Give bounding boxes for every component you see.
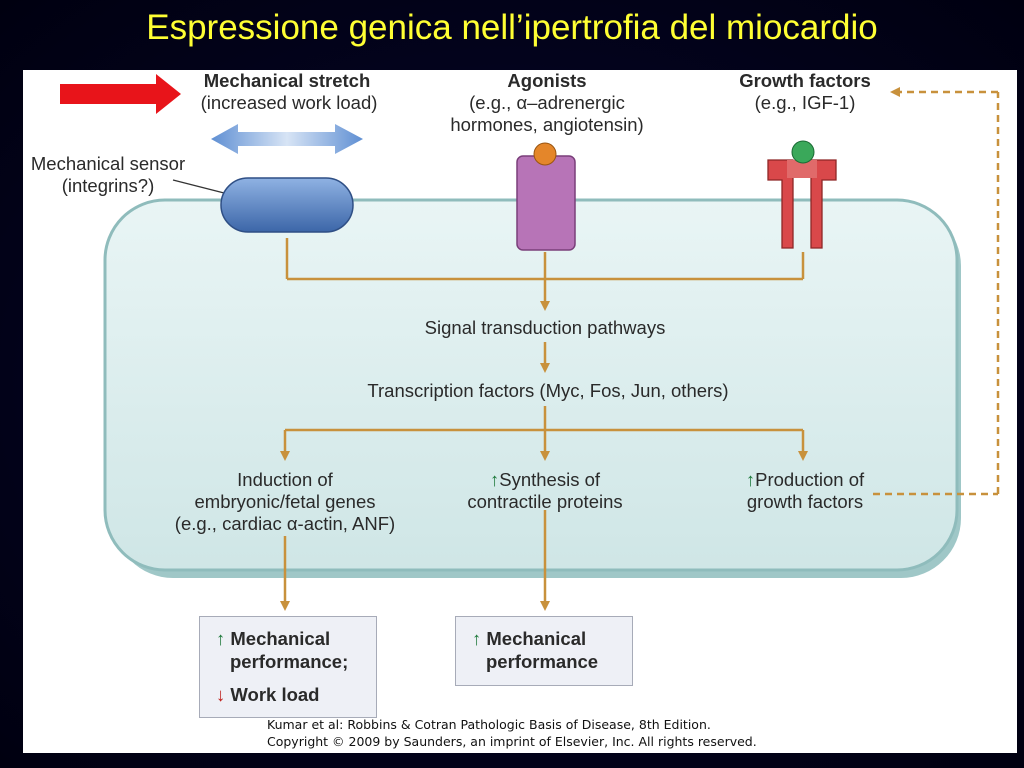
diagram-graphics (60, 74, 1000, 611)
outcome-middle-line-1: ↑ Mechanical (472, 628, 587, 649)
sensor-label-line-1: Mechanical sensor (30, 153, 186, 174)
sensor-pointer-line (172, 179, 229, 195)
credit-line-2: Copyright © 2009 by Saunders, an imprint… (267, 734, 757, 749)
red-pointer-arrow (60, 74, 181, 114)
production-label: ↑Production of growth factors (746, 469, 864, 513)
production-line-1: ↑Production of (745, 469, 865, 490)
growth-factor-receptor-icon (767, 140, 837, 249)
double-headed-stretch-arrow (211, 124, 363, 154)
outcome-middle-up-arrow-icon: ↑ (472, 628, 482, 649)
induction-label: Induction of embryonic/fetal genes (e.g.… (175, 469, 395, 535)
outcome-left-down-arrow-icon: ↓ (216, 684, 226, 705)
outcome-left-line-3: ↓ Work load (216, 684, 320, 705)
outcome-box-middle: ↑ Mechanical performance (455, 616, 633, 686)
synthesis-line-1: ↑Synthesis of (489, 469, 601, 490)
synthesis-up-arrow-icon: ↑ (489, 469, 500, 490)
outcome-left-up-arrow-icon: ↑ (216, 628, 226, 649)
production-line-2: growth factors (746, 491, 864, 512)
credit-line-1: Kumar et al: Robbins & Cotran Pathologic… (267, 717, 711, 732)
mechanical-sensor-icon (220, 177, 354, 233)
agonists-title: Agonists (507, 70, 587, 91)
agonists-detail-1: (e.g., α–adrenergic (469, 92, 625, 113)
credit: Kumar et al: Robbins & Cotran Pathologic… (267, 716, 757, 750)
synthesis-line-2: contractile proteins (467, 491, 623, 512)
induction-line-1: Induction of (237, 469, 333, 490)
slide-title: Espressione genica nell’ipertrofia del m… (146, 8, 878, 47)
synthesis-label: ↑Synthesis of contractile proteins (467, 469, 622, 513)
signal-transduction-label: Signal transduction pathways (424, 317, 666, 338)
feedback-dashed-arrow (873, 87, 1000, 496)
production-up-arrow-icon: ↑ (745, 469, 756, 490)
outcome-left-line-2: performance; (230, 651, 349, 672)
outcome-middle-line-2: performance (486, 651, 599, 672)
mechanical-stretch-title: Mechanical stretch (203, 70, 371, 91)
outcome-left-line-1: ↑ Mechanical (216, 628, 331, 649)
induction-line-3: (e.g., cardiac α-actin, ANF) (174, 513, 396, 534)
mechanical-sensor-label: Mechanical sensor (integrins?) (23, 153, 193, 197)
transcription-factors-label: Transcription factors (Myc, Fos, Jun, ot… (367, 380, 729, 401)
growth-factors-title: Growth factors (739, 70, 871, 91)
induction-line-2: embryonic/fetal genes (194, 491, 376, 512)
growth-factors-detail: (e.g., IGF-1) (754, 92, 856, 113)
agonist-receptor-icon (516, 142, 576, 251)
diagram-panel: Mechanical stretch (increased work load)… (23, 70, 1017, 753)
sensor-label-line-2: (integrins?) (61, 175, 155, 196)
agonists-detail-2: hormones, angiotensin) (450, 114, 644, 135)
mechanical-stretch-detail: (increased work load) (200, 92, 378, 113)
flow-arrows (280, 238, 808, 611)
outcome-box-left: ↑ Mechanical performance; ↓ Work load (199, 616, 377, 718)
